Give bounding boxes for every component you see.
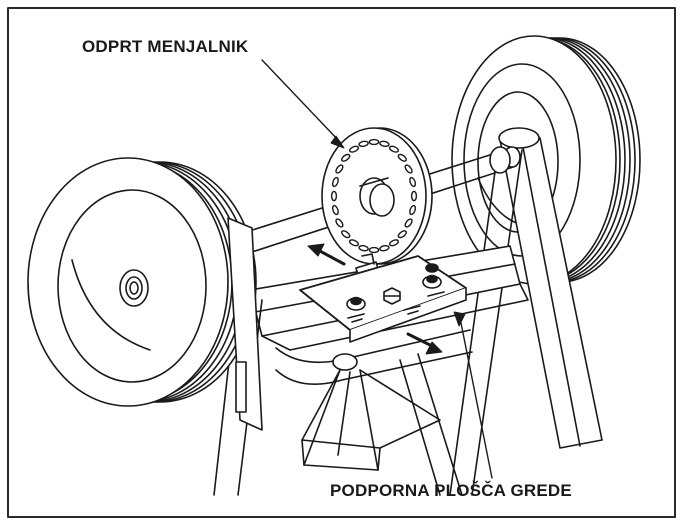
gear-hole	[388, 239, 400, 247]
bolt	[425, 263, 439, 273]
gear-hole	[404, 164, 413, 174]
gear-hole	[368, 246, 380, 254]
gear-hole	[331, 176, 339, 188]
gear-hole	[358, 244, 369, 252]
right-frame-arm	[449, 127, 603, 496]
gear-hole	[404, 218, 413, 228]
gear-hole	[348, 145, 360, 153]
beam-support-plate	[299, 255, 467, 343]
leader-arrowhead	[330, 135, 345, 149]
leader-arrowhead	[453, 311, 466, 327]
motion-arrow-down	[406, 332, 443, 355]
bolt	[346, 296, 366, 323]
figure-frame	[7, 7, 676, 518]
callout-beam-support-plate: PODPORNA PLOŠČA GREDE	[330, 481, 572, 500]
gear-hole	[335, 164, 344, 174]
left-frame-arm	[227, 217, 263, 431]
gear-hole	[335, 218, 344, 228]
gear-hole	[348, 239, 360, 247]
gear-hole	[341, 230, 351, 239]
leader-line-plate	[459, 317, 493, 479]
callout-open-gearbox: ODPRT MENJALNIK	[82, 37, 249, 56]
gear-hole	[379, 140, 390, 148]
bolt	[403, 305, 421, 315]
gear-hole	[379, 244, 390, 252]
left-wheel	[27, 157, 257, 407]
motion-arrow-up	[307, 243, 346, 266]
gear-hole	[410, 190, 418, 202]
gear-hole	[388, 145, 400, 153]
gear-hole	[397, 230, 407, 239]
gear-hole	[368, 138, 380, 146]
gear-hole	[330, 190, 338, 202]
bolt	[422, 274, 445, 297]
gear-hole	[409, 176, 417, 188]
gear-hole	[341, 153, 351, 162]
gear-hole	[409, 204, 417, 216]
gear-hole	[331, 204, 339, 216]
bolt	[383, 287, 401, 305]
gear-hole	[358, 140, 369, 148]
gear-disc	[321, 127, 433, 265]
leader-line-gearbox	[261, 59, 341, 143]
gear-hole	[397, 153, 407, 162]
